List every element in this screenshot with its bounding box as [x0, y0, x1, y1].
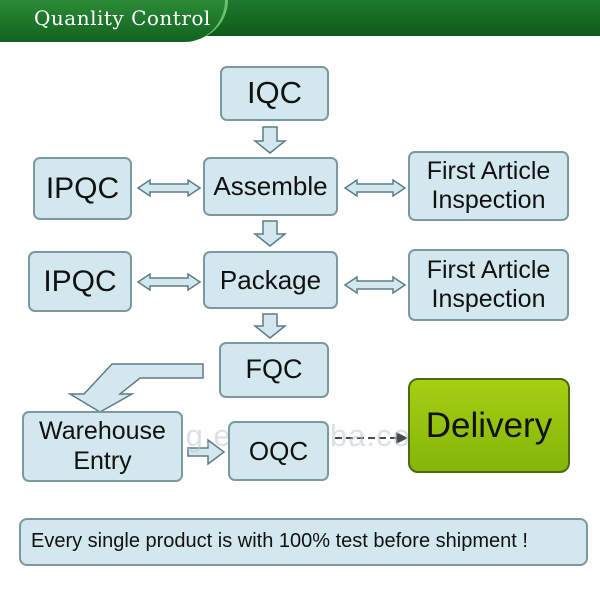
arrow-warehouse-to-oqc: [187, 438, 226, 466]
box-fqc: FQC: [219, 342, 329, 398]
arrow-package-first-article: [343, 275, 407, 295]
box-iqc: IQC: [220, 66, 329, 121]
box-ipqc-bottom: IPQC: [28, 251, 132, 312]
arrow-iqc-to-assemble: [252, 126, 288, 154]
box-ipqc-top-label: IPQC: [45, 171, 120, 205]
box-first-article-bottom-label: First Article Inspection: [426, 255, 551, 314]
box-ipqc-bottom-label: IPQC: [43, 264, 117, 298]
arrow-fqc-to-warehouse: [67, 363, 204, 413]
arrow-ipqc-assemble: [136, 178, 202, 198]
dashed-arrow-head: [396, 432, 408, 444]
arrow-package-to-fqc: [252, 313, 288, 339]
box-warehouse-entry: Warehouse Entry: [22, 411, 183, 482]
box-oqc: OQC: [228, 421, 329, 481]
box-ipqc-top: IPQC: [33, 157, 132, 220]
header-tab: Quanlity Control: [0, 0, 228, 42]
arrow-assemble-first-article: [343, 178, 407, 198]
box-warehouse-entry-label: Warehouse Entry: [39, 417, 166, 475]
box-iqc-label: IQC: [246, 75, 303, 111]
note-text: Every single product is with 100% test b…: [31, 530, 528, 553]
box-assemble-label: Assemble: [213, 171, 328, 202]
box-fqc-label: FQC: [245, 354, 303, 385]
box-delivery: Delivery: [408, 378, 570, 473]
box-delivery-label: Delivery: [425, 405, 553, 445]
box-oqc-label: OQC: [248, 435, 309, 466]
box-package: Package: [203, 251, 338, 309]
box-assemble: Assemble: [203, 157, 338, 216]
box-package-label: Package: [219, 264, 322, 295]
box-first-article-bottom: First Article Inspection: [408, 249, 569, 321]
arrow-ipqc-package: [136, 272, 202, 292]
box-first-article-top-label: First Article Inspection: [426, 156, 551, 215]
box-first-article-top: First Article Inspection: [408, 151, 569, 221]
header-title: Quanlity Control: [34, 6, 211, 30]
note-banner: Every single product is with 100% test b…: [19, 518, 588, 566]
arrow-assemble-to-package: [252, 220, 288, 247]
